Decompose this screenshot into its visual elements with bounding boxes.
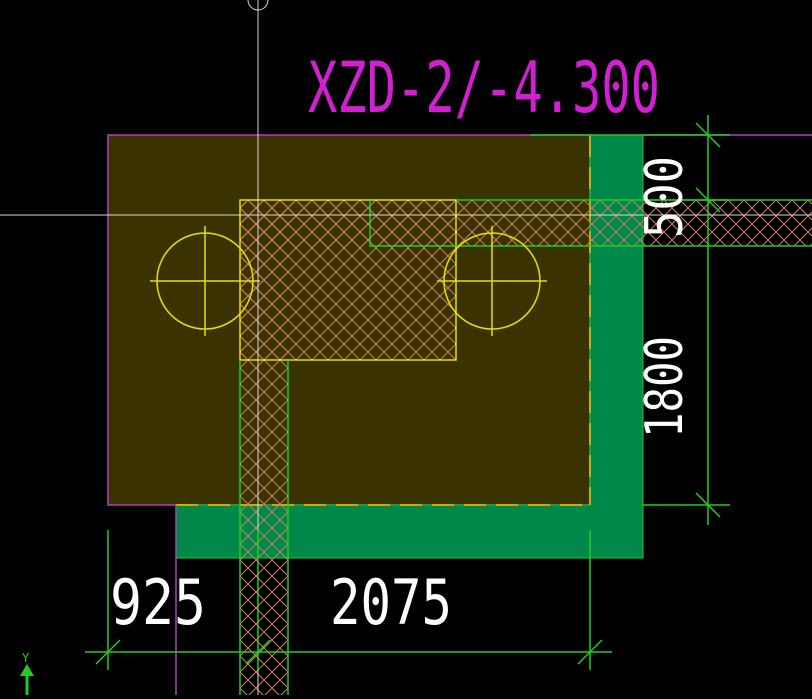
hatched-column-block[interactable] [240,200,456,360]
ucs-axis-label: Y [22,651,30,665]
dim-tick-center [245,639,271,665]
dim-text-925[interactable]: 925 [110,566,206,639]
cap-title[interactable]: XZD-2/-4.300 [308,47,660,129]
dim-tick-bottom [695,492,721,518]
column-outline[interactable] [239,199,457,361]
axis-bubble [247,0,269,11]
dim-text-2075[interactable]: 2075 [330,566,452,639]
pile-left[interactable] [150,226,260,336]
ucs-icon: Y [20,651,34,695]
dim-tick-left [95,639,121,665]
dim-tick-right [577,639,603,665]
dim-text-1800[interactable]: 1800 [635,336,695,438]
pile-right[interactable] [437,226,547,336]
dim-tick-top [695,122,721,148]
dim-text-500[interactable]: 500 [635,156,695,238]
dim-tick-mid [695,187,721,213]
